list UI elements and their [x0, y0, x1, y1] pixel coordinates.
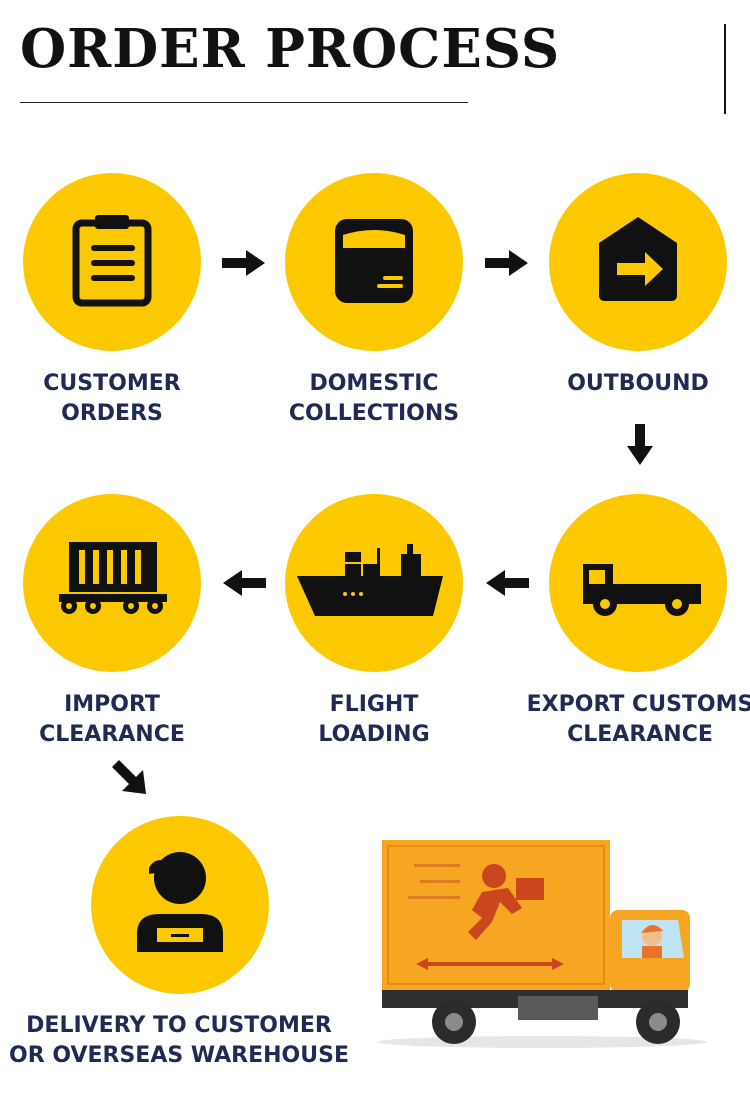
courier-icon [91, 816, 269, 994]
page-title: ORDER PROCESS [20, 18, 560, 80]
arrow-down-right-icon [112, 760, 152, 802]
step-customer-orders [23, 173, 201, 351]
arrow-down-icon [627, 424, 653, 466]
clipboard-icon [23, 173, 201, 351]
house-arrow-icon [549, 173, 727, 351]
decorative-vertical-bar [724, 24, 726, 114]
step-export-customs-clearance [549, 494, 727, 672]
arrow-left-icon [222, 570, 266, 596]
container-icon [23, 494, 201, 672]
step-domestic-collections [285, 173, 463, 351]
title-underline [20, 102, 468, 103]
arrow-left-icon [485, 570, 529, 596]
step-import-clearance [23, 494, 201, 672]
ship-icon [285, 494, 463, 672]
box-icon [285, 173, 463, 351]
arrow-right-icon [222, 250, 266, 276]
arrow-right-icon [485, 250, 529, 276]
delivery-truck-illustration [372, 836, 712, 1056]
step-delivery [91, 816, 269, 994]
step-label-outbound: OUTBOUND [538, 369, 738, 399]
step-flight-loading [285, 494, 463, 672]
truck-icon [549, 494, 727, 672]
step-outbound [549, 173, 727, 351]
